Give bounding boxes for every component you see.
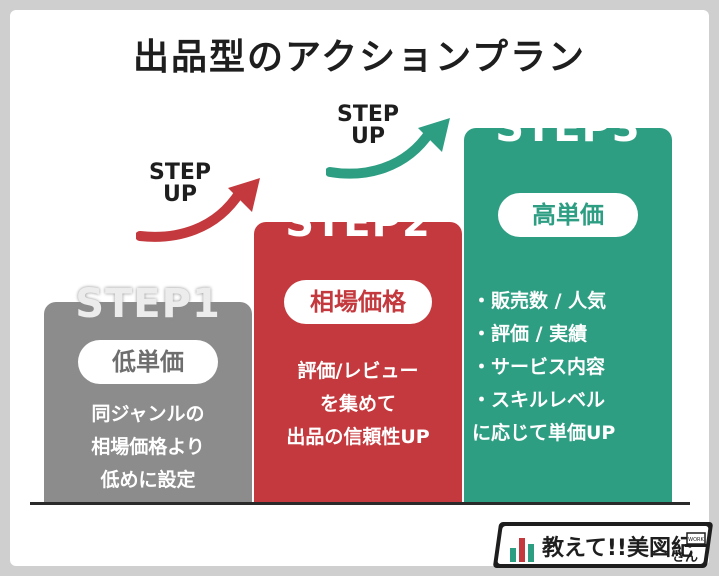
step3-line: ・サービス内容 [472,356,606,378]
step1-label: STEP1 [75,281,221,327]
step2-line: 評価/レビュー [297,360,419,382]
step2-line: 出品の信頼性UP [286,426,430,448]
step-up-line2: UP [351,124,385,149]
step1-description: 同ジャンルの 相場価格より 低めに設定 [44,398,252,497]
step-up-arrow-green-icon [326,118,450,179]
step1-tag: 低単価 [78,340,218,384]
step1-block [44,302,252,502]
step-up-label-1: STEP UP [140,162,220,206]
step1-line: 同ジャンルの [91,403,205,425]
step3-line: ・評価 / 実績 [472,323,588,345]
step-up-line1: STEP [336,102,399,127]
brand-logo-text: 教えて!!美図紀 [542,536,693,561]
step3-label: STEP3 [495,105,641,151]
step2-block [254,222,462,502]
baseline-divider [30,502,690,505]
laptop-icon: WORK [685,532,707,547]
step3-line: ・販売数 / 人気 [472,290,607,312]
step3-block [464,128,672,502]
step3-description: ・販売数 / 人気 ・評価 / 実績 ・サービス内容 ・スキルレベル に応じて単… [472,285,672,450]
step-up-line1: STEP [148,160,211,185]
step2-description: 評価/レビュー を集めて 出品の信頼性UP [254,355,462,454]
step3-line: ・スキルレベル [472,389,606,411]
chart-bars-icon [510,538,534,562]
step3-line: に応じて単価UP [472,422,616,444]
step-up-line2: UP [163,182,197,207]
step2-line: を集めて [319,393,396,415]
step2-label: STEP2 [285,200,431,246]
page-title: 出品型のアクションプラン [132,37,587,78]
step2-tag: 相場価格 [284,280,432,324]
laptop-badge: WORK [688,537,704,543]
step-up-arrow-red-icon [136,178,260,242]
step1-line: 低めに設定 [100,469,196,491]
step1-line: 相場価格より [91,436,205,458]
brand-logo-suffix: さん [672,550,699,565]
step-up-label-2: STEP UP [328,104,408,148]
step3-tag: 高単価 [498,193,638,237]
